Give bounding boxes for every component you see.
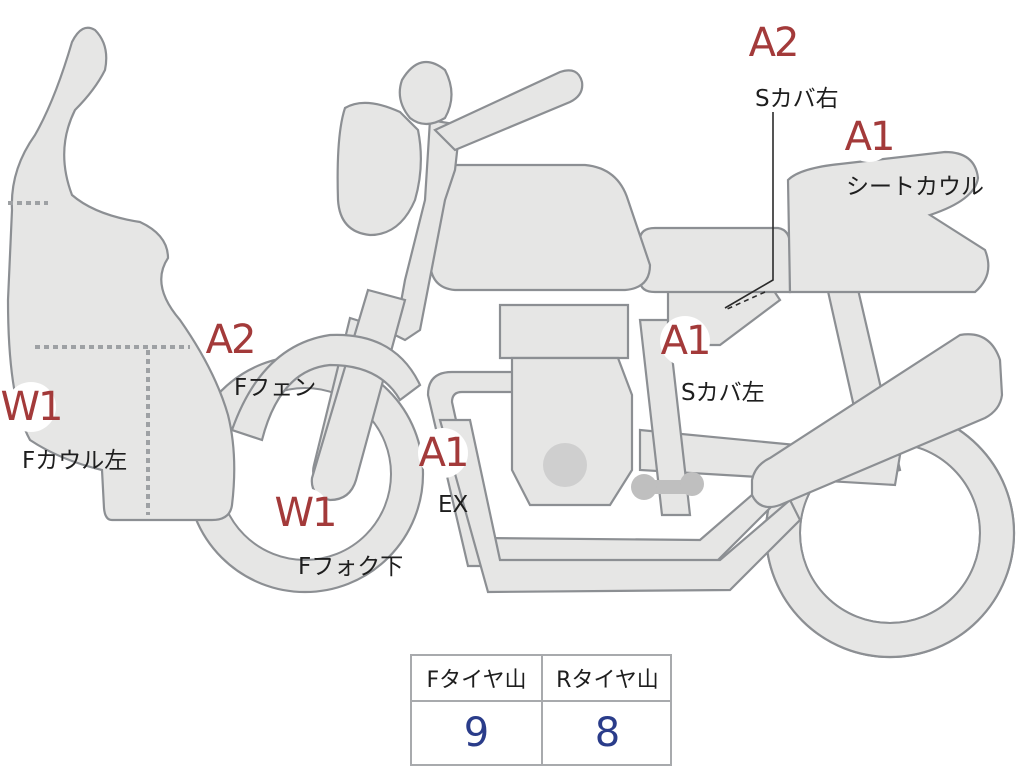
front-fender [230,333,422,442]
handlebar [433,69,584,152]
marker-code: W1 [0,382,64,432]
seat-cowl [786,150,990,294]
front-fork-lower [310,288,407,502]
engine-case-cover [543,443,587,487]
front-cowl [6,26,236,522]
front-tire-header: Fタイヤ山 [412,656,541,702]
engine-block [510,356,634,507]
rear-tire-value: 8 [594,710,621,756]
rear-tire-header: Rタイヤ山 [543,656,672,702]
frame-down-tube-rear [638,318,692,517]
mirror [398,60,453,126]
marker-part-label: EX [438,492,469,518]
marker-code: A1 [660,316,711,366]
leader-line [724,112,774,309]
headlight [336,101,422,237]
table-divider [541,656,543,764]
marker-part-label: Sカバ左 [681,380,765,406]
rear-tire-column: Rタイヤ山 8 [543,656,672,764]
front-tire-column: Fタイヤ山 9 [412,656,541,764]
engine-cylinder [498,303,630,360]
marker-part-label: シートカウル [846,174,984,200]
marker-part-label: Fフォク下 [298,554,404,580]
marker-code: A2 [205,315,256,365]
tire-tread-table: Fタイヤ山 9 Rタイヤ山 8 [410,654,672,766]
marker-part-label: Sカバ右 [755,86,839,112]
front-tire-value: 9 [463,710,490,756]
fuel-tank [428,163,652,292]
marker-code: W1 [274,488,338,538]
marker-part-label: Fフェン [234,375,317,401]
marker-part-label: Fカウル左 [22,448,128,474]
marker-code: A1 [418,428,469,478]
rear-shock-cover [750,333,1004,509]
footpeg [631,472,704,500]
exhaust-pipe [426,370,774,568]
marker-code: A1 [844,112,895,162]
marker-code: A2 [748,18,799,68]
